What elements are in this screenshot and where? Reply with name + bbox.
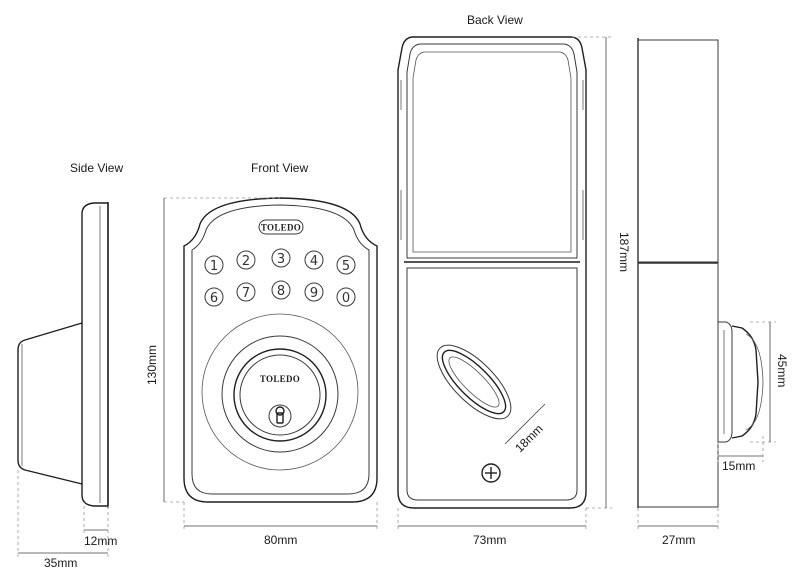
profile-view: 45mm 15mm 27mm — [637, 38, 789, 547]
keypad-key-0-label: 0 — [342, 291, 350, 306]
keypad-key-4-label: 4 — [310, 254, 318, 269]
profile-lower-housing — [637, 262, 719, 508]
keypad-key-1[interactable] — [204, 255, 224, 275]
front-view: TOLEDO 1 2 3 4 5 6 7 8 9 0 — [145, 197, 378, 547]
front-rosette-outer — [201, 313, 359, 471]
side-view-escutcheon — [81, 202, 109, 507]
thumb-turn-dimension: 18mm — [512, 422, 545, 455]
back-view-lower-plate — [406, 267, 578, 501]
side-view-title: Side View — [70, 161, 123, 175]
keypad-key-6-label: 6 — [210, 291, 218, 306]
back-width-dimension: 73mm — [473, 533, 506, 547]
thumb-turn-dimension-line — [504, 403, 546, 445]
front-brand-badge — [258, 219, 304, 235]
thumb-turn[interactable] — [426, 334, 522, 430]
front-view-title: Front View — [251, 161, 308, 175]
front-brand-logo: TOLEDO — [261, 223, 301, 233]
keypad-key-4[interactable] — [304, 250, 324, 270]
front-width-dimension: 80mm — [264, 533, 297, 547]
keypad-key-7[interactable] — [236, 282, 256, 302]
screw-icon — [481, 463, 501, 483]
back-view-housing-outer — [397, 36, 587, 509]
side-view: 12mm 35mm — [17, 202, 117, 570]
keypad-key-2-label: 2 — [242, 254, 250, 269]
front-height-dimension: 130mm — [145, 345, 159, 385]
keypad: 1 2 3 4 5 6 7 8 9 0 — [204, 248, 356, 307]
keypad-key-1-label: 1 — [210, 259, 218, 274]
keypad-key-2[interactable] — [236, 250, 256, 270]
profile-battery-housing — [637, 39, 719, 263]
back-view-battery-cover — [406, 43, 578, 259]
front-rosette-ring — [221, 335, 339, 453]
keypad-key-6[interactable] — [204, 287, 224, 307]
back-view: 18mm 187mm 73mm — [397, 36, 631, 547]
front-cylinder-collar — [233, 348, 327, 442]
profile-knob-face — [745, 333, 764, 431]
keypad-key-5[interactable] — [336, 255, 356, 275]
back-height-dimension: 187mm — [617, 232, 631, 272]
side-view-cylinder-housing — [17, 322, 83, 485]
front-cylinder-logo: TOLEDO — [260, 374, 300, 384]
back-view-battery-cover-inner — [412, 51, 572, 253]
keypad-key-8[interactable] — [271, 280, 291, 300]
keyhole-icon — [268, 404, 292, 428]
keypad-key-3[interactable] — [271, 248, 291, 268]
knob-depth-dimension: 15mm — [722, 459, 755, 473]
front-view-escutcheon-outer — [183, 197, 378, 503]
side-plate-dimension: 12mm — [84, 534, 117, 548]
side-depth-dimension: 35mm — [44, 556, 77, 570]
keypad-key-9-label: 9 — [310, 286, 318, 301]
profile-knob — [731, 325, 759, 439]
profile-width-dimension: 27mm — [662, 533, 695, 547]
knob-height-dimension: 45mm — [775, 354, 789, 387]
profile-knob-base — [717, 321, 733, 443]
back-view-title: Back View — [467, 13, 523, 27]
keypad-key-9[interactable] — [304, 282, 324, 302]
keypad-key-7-label: 7 — [242, 286, 250, 301]
keypad-key-3-label: 3 — [277, 252, 285, 267]
keypad-key-8-label: 8 — [277, 284, 285, 299]
front-cylinder-face — [239, 354, 321, 436]
keypad-key-5-label: 5 — [342, 259, 350, 274]
front-view-escutcheon-inner — [191, 204, 370, 495]
keypad-key-0[interactable] — [336, 287, 356, 307]
